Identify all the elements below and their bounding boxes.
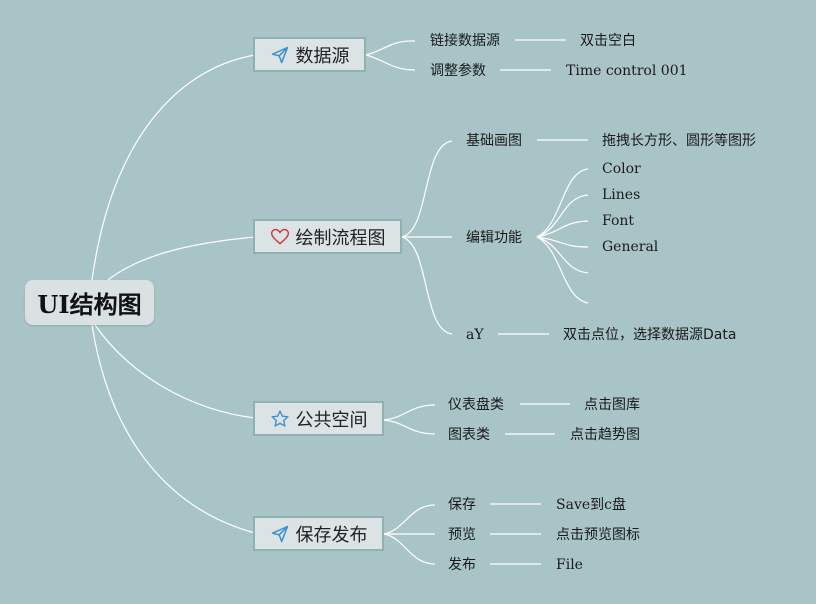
topic-edit-functions[interactable]: 编辑功能 — [466, 230, 522, 246]
topic-ay[interactable]: aY — [466, 327, 484, 343]
connector-edit-font — [536, 220, 589, 238]
topic-detail-select-datasource[interactable]: 双击点位，选择数据源Data — [563, 327, 737, 343]
branch-node-datasource[interactable]: 数据源 — [253, 37, 366, 72]
connector-root-flowchart — [107, 236, 256, 281]
connector-root-publish — [91, 324, 256, 534]
branch-label: 数据源 — [295, 45, 350, 67]
connector-edit-blank-1 — [536, 236, 589, 274]
star-icon — [270, 409, 289, 427]
topic-publish[interactable]: 发布 — [448, 557, 476, 573]
connector-datasource-link — [365, 40, 416, 56]
topic-detail-drag-shapes[interactable]: 拖拽长方形、圆形等图形 — [602, 133, 756, 149]
topic-preview[interactable]: 预览 — [448, 527, 476, 543]
topic-lines[interactable]: Lines — [602, 187, 641, 203]
connector-publish-save — [383, 504, 436, 535]
topic-detail-time-control[interactable]: Time control 001 — [566, 63, 688, 79]
connector-edit-color — [536, 168, 589, 238]
branch-node-save-publish[interactable]: 保存发布 — [253, 516, 384, 551]
branch-label: 保存发布 — [295, 524, 368, 546]
topic-save[interactable]: 保存 — [448, 497, 476, 513]
connector-public-chart — [383, 419, 436, 435]
connector-public-dashboard — [383, 404, 436, 421]
topic-detail-double-click-blank[interactable]: 双击空白 — [580, 33, 636, 49]
topic-basic-drawing[interactable]: 基础画图 — [466, 133, 522, 149]
connector-datasource-param — [365, 54, 416, 71]
root-title: UI结构图 — [37, 290, 142, 319]
heart-icon — [270, 228, 289, 245]
topic-link-datasource[interactable]: 链接数据源 — [430, 33, 500, 49]
connector-edit-general — [536, 236, 589, 248]
root-node[interactable]: UI结构图 — [25, 280, 154, 325]
topic-font[interactable]: Font — [602, 213, 635, 229]
branch-node-public-space[interactable]: 公共空间 — [253, 401, 384, 436]
topic-detail-click-gallery[interactable]: 点击图库 — [584, 397, 640, 413]
topic-color[interactable]: Color — [602, 161, 641, 177]
paper-plane-icon — [271, 525, 288, 542]
topic-adjust-params[interactable]: 调整参数 — [430, 63, 486, 79]
branch-label: 公共空间 — [295, 409, 368, 431]
connector-flow-ay — [401, 236, 453, 335]
connector-root-datasource — [91, 54, 256, 281]
paper-plane-icon — [271, 46, 288, 63]
connector-edit-blank-2 — [536, 236, 589, 304]
topic-detail-click-trend[interactable]: 点击趋势图 — [570, 427, 640, 443]
connector-edit-lines — [536, 194, 589, 238]
topic-detail-save-to-c[interactable]: Save到c盘 — [556, 497, 626, 513]
topic-dashboard-type[interactable]: 仪表盘类 — [448, 397, 504, 413]
branch-label: 绘制流程图 — [295, 227, 386, 249]
connector-root-public — [94, 324, 256, 419]
topic-detail-click-preview-icon[interactable]: 点击预览图标 — [556, 527, 640, 543]
branch-node-flowchart[interactable]: 绘制流程图 — [253, 219, 402, 254]
topic-general[interactable]: General — [602, 239, 659, 255]
connector-flow-basic — [401, 140, 453, 238]
topic-detail-file[interactable]: File — [556, 557, 583, 573]
connector-publish-release — [383, 533, 436, 565]
topic-chart-type[interactable]: 图表类 — [448, 427, 490, 443]
